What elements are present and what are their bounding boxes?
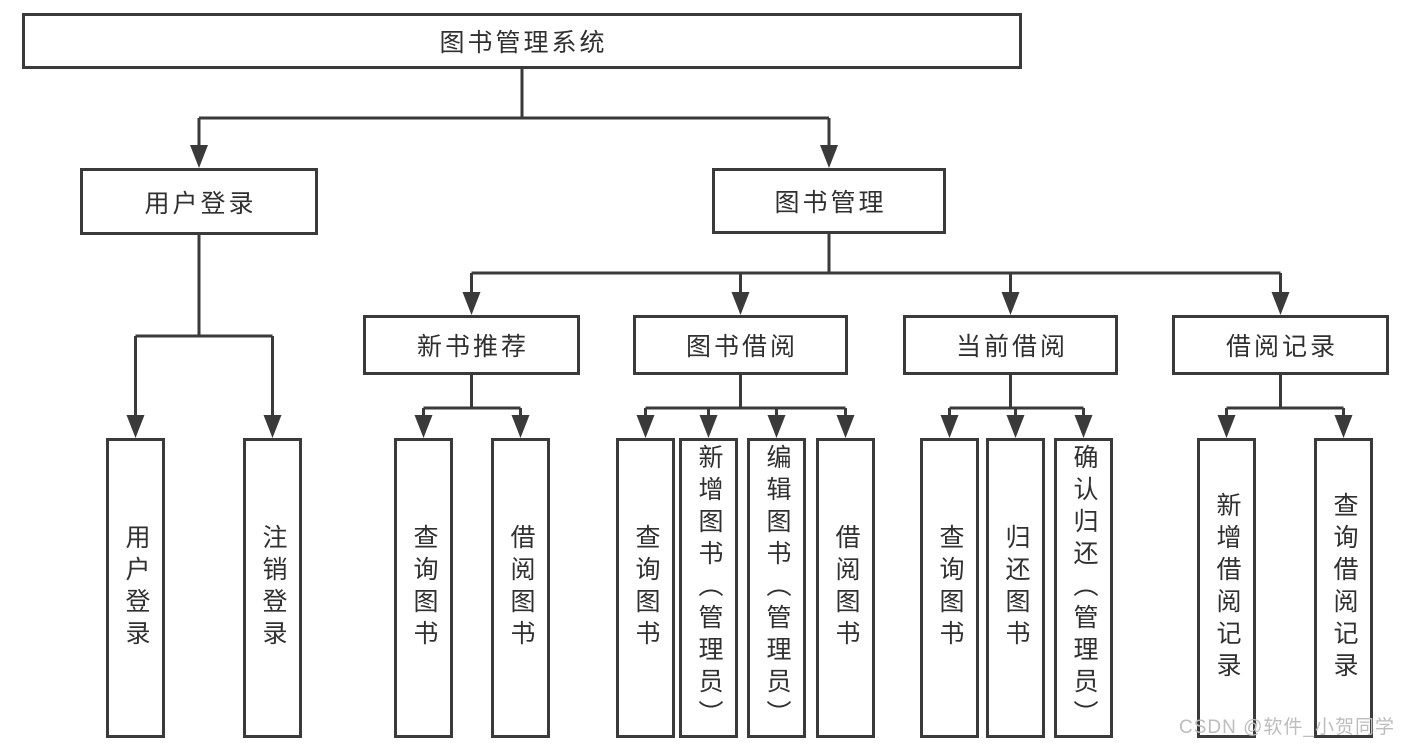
connector-lines: [134, 69, 1345, 417]
leaf-label: 新增图书（管理员）: [695, 444, 723, 732]
node-label: 借阅记录: [1225, 333, 1338, 361]
leaf-label: 用户登录: [122, 524, 150, 652]
arrowhead: [1217, 415, 1236, 438]
node-label: 当前借阅: [955, 333, 1068, 361]
leaf-query-borrow-record: 查询借阅记录: [1314, 438, 1373, 738]
arrowhead: [940, 415, 959, 438]
arrowhead: [836, 415, 855, 438]
leaf-label: 编辑图书（管理员）: [763, 444, 791, 732]
arrowhead: [414, 415, 433, 438]
arrowhead: [1001, 292, 1020, 315]
leaf-query-books-borrow: 查询图书: [616, 438, 675, 738]
leaf-borrow-books-recommend: 借阅图书: [491, 438, 550, 738]
node-user-login: 用户登录: [80, 168, 318, 235]
arrowhead: [190, 145, 208, 168]
leaf-label: 新增借阅记录: [1213, 492, 1241, 684]
leaf-label: 借阅图书: [832, 524, 860, 652]
node-current-borrow: 当前借阅: [903, 315, 1118, 375]
arrowhead: [699, 415, 718, 438]
leaf-label: 借阅图书: [507, 524, 535, 652]
arrowhead: [1334, 415, 1353, 438]
node-book-management: 图书管理: [712, 168, 946, 234]
leaf-user-login: 用户登录: [106, 438, 165, 738]
leaf-edit-books-admin: 编辑图书（管理员）: [747, 438, 806, 738]
arrowhead: [1074, 415, 1093, 438]
leaf-label: 确认归还（管理员）: [1070, 444, 1098, 732]
leaf-add-borrow-record: 新增借阅记录: [1197, 438, 1256, 738]
leaf-logout: 注销登录: [243, 438, 302, 738]
leaf-add-books-admin: 新增图书（管理员）: [679, 438, 738, 738]
arrowhead: [767, 415, 786, 438]
arrowheads: [126, 145, 1353, 438]
node-new-book-recommend: 新书推荐: [363, 315, 580, 375]
arrowhead: [820, 145, 838, 168]
leaf-label: 查询图书: [632, 524, 660, 652]
arrowhead: [462, 292, 481, 315]
leaf-query-books-current: 查询图书: [920, 438, 979, 738]
node-label: 图书借阅: [685, 333, 798, 361]
csdn-watermark: CSDN @软件_小贺同学: [1179, 717, 1395, 738]
arrowhead: [1271, 292, 1290, 315]
arrowhead: [263, 415, 282, 438]
leaf-label: 归还图书: [1002, 524, 1030, 652]
arrowhead: [636, 415, 655, 438]
arrowhead: [1006, 415, 1025, 438]
node-borrow-records: 借阅记录: [1172, 315, 1389, 375]
node-book-borrow: 图书借阅: [633, 315, 848, 375]
leaf-query-books-recommend: 查询图书: [394, 438, 453, 738]
arrowhead: [511, 415, 530, 438]
leaf-label: 查询图书: [410, 524, 438, 652]
leaf-label: 查询图书: [936, 524, 964, 652]
arrowhead: [126, 415, 145, 438]
arrowhead: [731, 292, 750, 315]
leaf-label: 查询借阅记录: [1330, 492, 1358, 684]
leaf-borrow-books: 借阅图书: [816, 438, 875, 738]
node-library-management-system: 图书管理系统: [22, 13, 1022, 69]
node-label: 用户登录: [144, 189, 257, 218]
leaf-return-books: 归还图书: [986, 438, 1045, 738]
node-label: 新书推荐: [416, 333, 529, 361]
node-label: 图书管理: [774, 189, 887, 217]
leaf-label: 注销登录: [259, 524, 287, 652]
node-label: 图书管理系统: [439, 29, 608, 57]
leaf-confirm-return-admin: 确认归还（管理员）: [1054, 438, 1113, 738]
